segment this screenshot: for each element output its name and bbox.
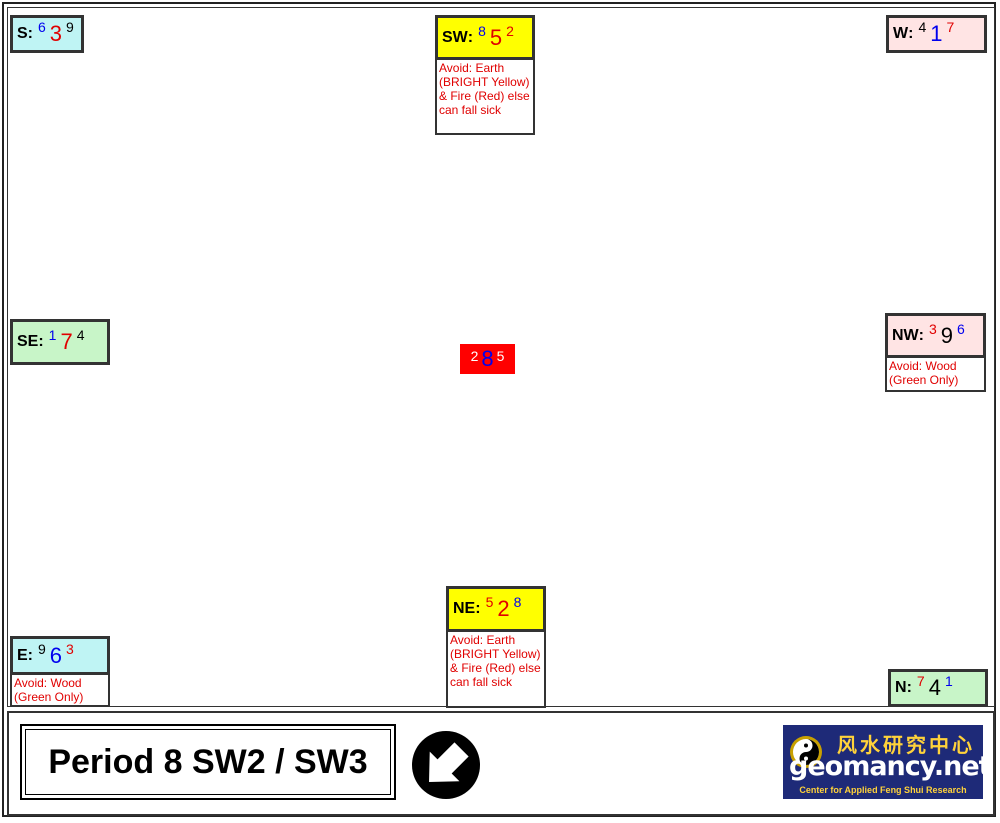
sector-label: N <box>895 679 907 696</box>
sector-s: S: 6 3 9 <box>10 15 84 53</box>
avoid-note: Avoid: Earth (BRIGHT Yellow) & Fire (Red… <box>446 632 546 708</box>
mountain-star: 8 <box>478 22 486 39</box>
center-palace: 2 8 5 <box>460 344 515 374</box>
sector-se: SE: 1 7 4 <box>10 319 110 365</box>
sector-e: E: 9 6 3 Avoid: Wood (Green Only) <box>10 636 110 707</box>
base-star: 6 <box>49 642 63 668</box>
separator: : <box>467 28 474 46</box>
logo-name: geomancy.net <box>789 751 983 782</box>
sector-e-header: E: 9 6 3 <box>10 636 110 675</box>
base-star: 2 <box>497 596 510 621</box>
separator: : <box>475 600 481 617</box>
sector-label: W <box>893 25 909 42</box>
base-star: 9 <box>940 322 954 348</box>
mountain-star: 7 <box>916 673 925 689</box>
sector-s-header: S: 6 3 9 <box>10 15 84 53</box>
mountain-star: 9 <box>38 640 46 657</box>
separator: : <box>38 333 44 350</box>
separator: : <box>27 25 33 42</box>
sector-label: NE <box>453 600 476 617</box>
arrow-down-right-icon <box>410 729 482 806</box>
water-star: 4 <box>76 327 85 343</box>
sector-label: E <box>17 646 28 664</box>
mountain-star: 4 <box>918 19 927 35</box>
logo-chinese-text: 风水研究中心 <box>837 733 975 757</box>
mountain-star: 1 <box>48 327 57 343</box>
sector-label: SE <box>17 333 39 350</box>
sector-label: NW <box>892 326 919 344</box>
center-mountain-star: 2 <box>470 348 479 364</box>
avoid-note: Avoid: Earth (BRIGHT Yellow) & Fire (Red… <box>435 60 535 135</box>
sector-ne: NE: 5 2 8 Avoid: Earth (BRIGHT Yellow) &… <box>446 586 546 708</box>
sector-nw: NW: 3 9 6 Avoid: Wood (Green Only) <box>885 313 986 392</box>
water-star: 9 <box>66 19 74 35</box>
base-star: 3 <box>49 21 63 46</box>
mountain-star: 5 <box>485 594 494 610</box>
base-star: 1 <box>930 21 943 46</box>
center-base-star: 8 <box>481 346 494 371</box>
water-star: 8 <box>513 594 522 610</box>
chart-title: Period 8 SW2 / SW3 <box>25 729 391 795</box>
sector-n: N: 7 4 1 <box>888 669 988 707</box>
separator: : <box>908 25 914 42</box>
logo-tagline: Center for Applied Feng Shui Research <box>799 785 967 795</box>
base-star: 5 <box>489 24 503 50</box>
separator: : <box>906 679 912 696</box>
avoid-note: Avoid: Wood (Green Only) <box>10 675 110 707</box>
base-star: 7 <box>60 329 73 354</box>
water-star: 2 <box>506 22 514 39</box>
water-star: 6 <box>957 320 965 337</box>
sector-label: SW <box>442 28 468 46</box>
sector-label: S <box>17 25 28 42</box>
yin-yang-icon <box>790 736 822 768</box>
center-water-star: 5 <box>496 348 505 364</box>
sector-nw-header: NW: 3 9 6 <box>885 313 986 358</box>
mountain-star: 6 <box>38 19 46 35</box>
chart-title-box: Period 8 SW2 / SW3 <box>20 724 396 800</box>
sector-se-header: SE: 1 7 4 <box>10 319 110 365</box>
geomancy-logo[interactable]: 风水研究中心 geomancy.net Center for Applied F… <box>783 725 983 799</box>
water-star: 1 <box>944 673 953 689</box>
base-star: 4 <box>928 675 941 700</box>
sector-sw-header: SW: 8 5 2 <box>435 15 535 60</box>
separator: : <box>918 326 924 344</box>
mountain-star: 3 <box>928 320 937 337</box>
sector-ne-header: NE: 5 2 8 <box>446 586 546 632</box>
sector-sw: SW: 8 5 2 Avoid: Earth (BRIGHT Yellow) &… <box>435 15 535 135</box>
sector-w: W: 4 1 7 <box>886 15 987 53</box>
water-star: 3 <box>66 640 74 657</box>
avoid-note: Avoid: Wood (Green Only) <box>885 358 986 392</box>
sector-w-header: W: 4 1 7 <box>886 15 987 53</box>
separator: : <box>27 646 33 664</box>
footer-panel <box>7 711 995 816</box>
water-star: 7 <box>946 19 955 35</box>
sector-n-header: N: 7 4 1 <box>888 669 988 707</box>
